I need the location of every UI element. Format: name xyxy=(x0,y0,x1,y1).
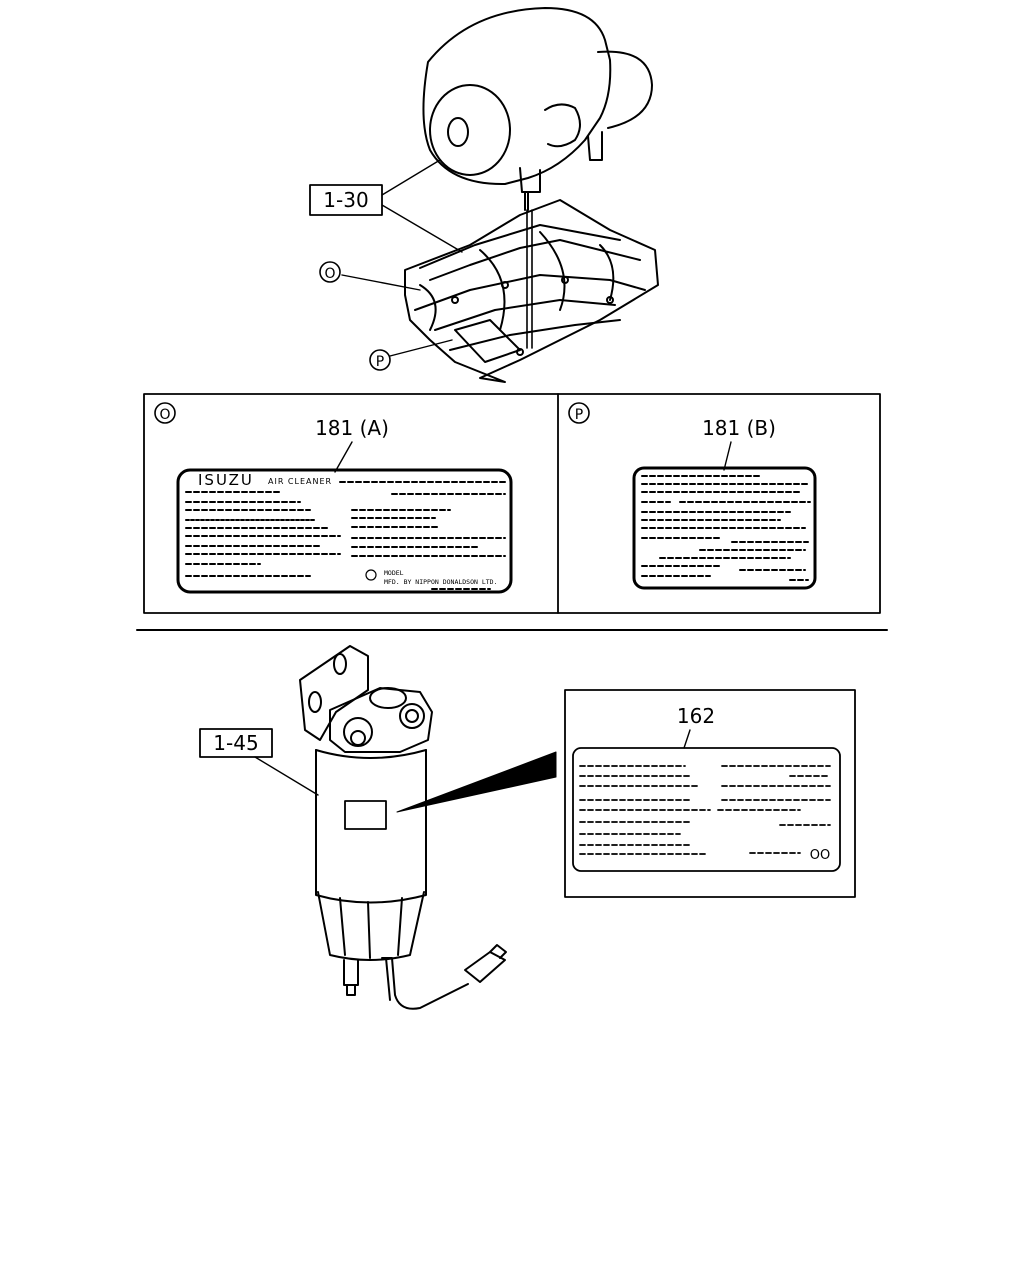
callout-1-30-text: 1-30 xyxy=(323,188,368,212)
part-ref-162: 162 xyxy=(677,704,715,728)
label-162 xyxy=(572,747,841,872)
detail-p: P 181 (B) xyxy=(568,402,817,590)
detail-p-marker: P xyxy=(575,407,583,423)
callout-1-30: 1-30 xyxy=(309,184,383,216)
marker-o: O xyxy=(319,261,341,283)
label-181a-product: AIR CLEANER xyxy=(268,477,332,486)
fuel-filter-illustration xyxy=(299,645,507,1010)
label-181a xyxy=(176,468,513,594)
label-181a-model: MODEL xyxy=(384,569,404,577)
marker-p-text: P xyxy=(376,354,384,370)
label-181b-placeholder-text xyxy=(641,475,811,581)
label-181b xyxy=(632,466,817,590)
part-ref-181b: 181 (B) xyxy=(702,416,776,440)
label-181a-mfd: MFD. BY NIPPON DONALDSON LTD. xyxy=(384,578,498,586)
label-181a-placeholder-text xyxy=(185,481,506,590)
callout-1-45: 1-45 xyxy=(199,728,319,796)
air-cleaner-illustration xyxy=(422,7,653,349)
detail-162: 162 OO xyxy=(564,689,856,898)
label-162-mark: OO xyxy=(810,848,830,863)
marker-p: P xyxy=(369,349,391,371)
air-cleaner-leaders xyxy=(341,159,463,357)
marker-o-text: O xyxy=(324,266,335,282)
detail-pointer xyxy=(396,751,557,813)
part-ref-181a: 181 (A) xyxy=(315,416,389,440)
label-162-placeholder-text xyxy=(579,765,831,855)
filter-label-location xyxy=(344,800,387,830)
detail-o-marker: O xyxy=(159,407,170,423)
mounting-bracket xyxy=(404,199,659,383)
label-181a-logo xyxy=(365,569,377,581)
callout-1-45-text: 1-45 xyxy=(213,731,258,755)
label-181a-brand: ISUZU xyxy=(198,471,254,489)
detail-panel xyxy=(143,393,881,614)
detail-o: O 181 (A) ISUZU AIR CLEANER MODEL MFD. B… xyxy=(154,402,513,594)
